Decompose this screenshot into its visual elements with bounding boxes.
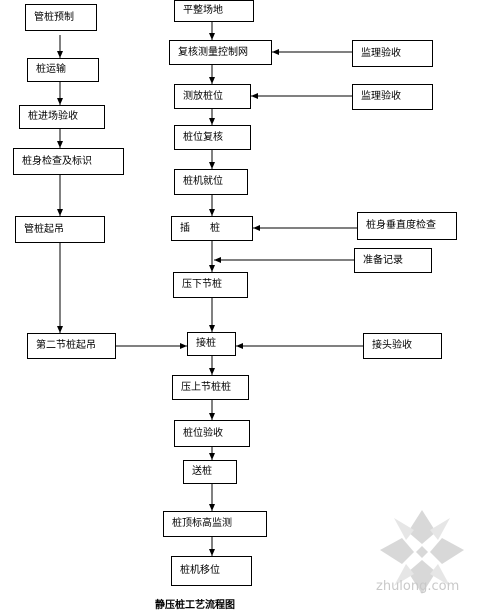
node-pile-verticality-check: 桩身垂直度检查 [357, 212, 457, 240]
node-pile-body-check-mark: 桩身检查及标识 [13, 148, 124, 175]
node-pipe-lift: 管桩起吊 [15, 216, 105, 243]
node-pile-machine-in-place: 桩机就位 [174, 169, 248, 195]
node-pile-transport: 桩运输 [27, 58, 99, 82]
node-pile-top-elevation-monitor: 桩顶标高监测 [163, 511, 267, 537]
node-connect-pile: 接桩 [187, 332, 236, 356]
node-supervisor-accept-2: 监理验收 [352, 84, 433, 110]
watermark-text: zhulong.com [376, 579, 460, 594]
node-survey-pile-position: 测放桩位 [174, 84, 251, 109]
node-joint-acceptance: 接头验收 [363, 333, 442, 359]
node-second-section-lift: 第二节桩起吊 [27, 333, 116, 359]
node-press-lower-section: 压下节桩 [173, 272, 248, 298]
node-pipe-prefab: 管桩预制 [25, 4, 97, 31]
node-site-leveling: 平整场地 [174, 0, 254, 22]
node-press-upper-section: 压上节桩桩 [172, 375, 249, 400]
node-supervisor-accept-1: 监理验收 [352, 40, 433, 67]
node-send-pile: 送桩 [183, 460, 237, 484]
watermark-logo [380, 510, 464, 594]
node-prepare-record: 准备记录 [354, 248, 432, 273]
node-pile-position-recheck: 桩位复核 [174, 125, 251, 150]
node-pile-machine-move: 桩机移位 [171, 556, 252, 586]
node-pile-site-acceptance: 桩进场验收 [19, 105, 105, 129]
diagram-caption: 静压桩工艺流程图 [155, 600, 235, 611]
node-recheck-control-net: 复核测量控制网 [169, 40, 272, 65]
node-insert-pile: 插 桩 [171, 216, 253, 241]
node-pile-position-acceptance: 桩位验收 [174, 420, 250, 447]
